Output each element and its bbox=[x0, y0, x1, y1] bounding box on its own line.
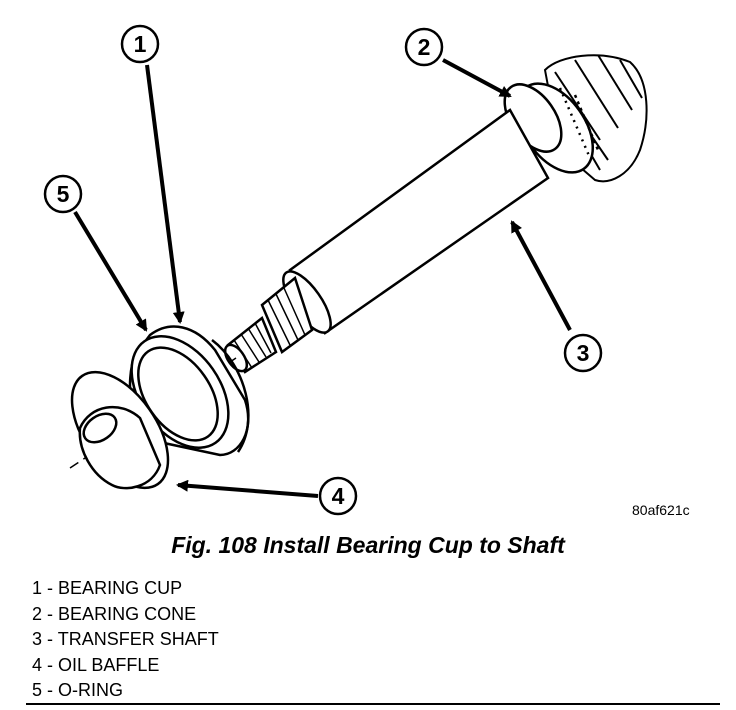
legend-number: 5 bbox=[32, 680, 43, 700]
legend-number: 3 bbox=[32, 629, 43, 649]
leader-4 bbox=[176, 479, 319, 498]
o-ring bbox=[78, 405, 162, 490]
figure-caption: Fig. 108 Install Bearing Cup to Shaft bbox=[171, 532, 565, 558]
legend-separator: - bbox=[47, 654, 54, 675]
svg-text:5: 5 bbox=[57, 181, 70, 207]
legend-label: BEARING CONE bbox=[58, 603, 197, 624]
leader-2 bbox=[442, 58, 512, 98]
legend-separator: - bbox=[47, 603, 54, 624]
exploded-view-diagram: 1 2 3 4 5 bbox=[43, 24, 648, 516]
leader-3 bbox=[510, 220, 572, 331]
callout-2: 2 bbox=[404, 27, 444, 67]
legend-number: 4 bbox=[32, 654, 43, 675]
bottom-rule bbox=[26, 703, 720, 705]
legend-item: 3 - TRANSFER SHAFT bbox=[32, 627, 219, 653]
legend-separator: - bbox=[47, 680, 54, 700]
legend: 1 - BEARING CUP 2 - BEARING CONE 3 - TRA… bbox=[32, 576, 219, 704]
callout-5: 5 bbox=[43, 174, 83, 214]
svg-text:2: 2 bbox=[418, 34, 431, 60]
legend-item: 1 - BEARING CUP bbox=[32, 576, 219, 602]
legend-label: O-RING bbox=[58, 680, 124, 700]
figure-code: 80af621c bbox=[632, 502, 690, 518]
leader-1 bbox=[145, 64, 185, 324]
svg-text:4: 4 bbox=[332, 483, 345, 509]
legend-label: OIL BAFFLE bbox=[58, 654, 160, 675]
callout-3: 3 bbox=[563, 333, 603, 373]
legend-label: TRANSFER SHAFT bbox=[57, 629, 219, 649]
legend-number: 2 bbox=[32, 603, 43, 624]
callout-1: 1 bbox=[120, 24, 160, 64]
legend-item: 2 - BEARING CONE bbox=[32, 602, 219, 628]
transfer-shaft bbox=[223, 108, 550, 374]
legend-item: 4 - OIL BAFFLE bbox=[32, 653, 219, 679]
legend-number: 1 bbox=[32, 578, 43, 598]
leader-5 bbox=[73, 210, 148, 332]
svg-text:1: 1 bbox=[134, 31, 147, 57]
callout-4: 4 bbox=[318, 476, 358, 516]
legend-separator: - bbox=[47, 629, 54, 649]
legend-item: 5 - O-RING bbox=[32, 678, 219, 704]
legend-separator: - bbox=[47, 578, 54, 598]
leader-lines bbox=[73, 58, 572, 498]
svg-text:3: 3 bbox=[577, 340, 590, 366]
legend-label: BEARING CUP bbox=[58, 578, 183, 598]
